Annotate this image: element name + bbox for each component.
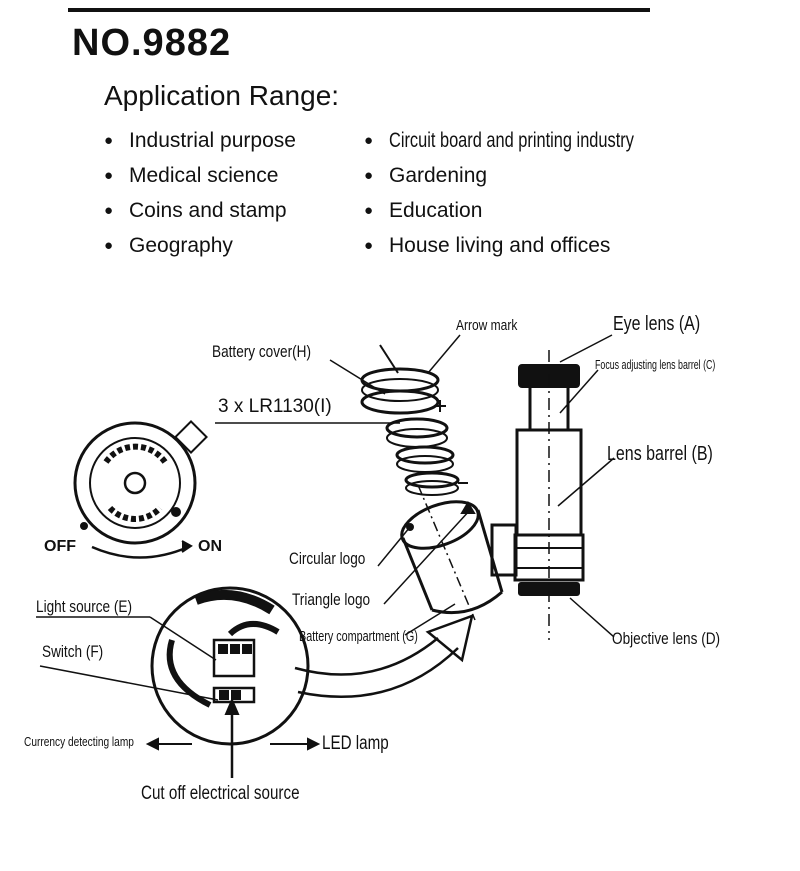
list-item: Medical science: [104, 158, 296, 193]
list-item: House living and offices: [364, 228, 703, 263]
label-currency-lamp: Currency detecting lamp: [24, 734, 134, 749]
list-item: Circuit board and printing industry: [364, 123, 703, 158]
battery-compartment-icon: [400, 484, 518, 621]
label-arrow-mark: Arrow mark: [456, 317, 518, 334]
list-item: Industrial purpose: [104, 123, 296, 158]
label-on: ON: [198, 538, 222, 555]
battery-stack-icon: [360, 344, 468, 496]
label-objective-lens: Objective lens (D): [612, 629, 721, 648]
switch-dial-icon: [73, 420, 208, 559]
model-number: NO.9882: [72, 22, 232, 64]
list-item: Coins and stamp: [104, 193, 296, 228]
label-cut-off: Cut off electrical source: [141, 783, 300, 804]
list-item: Geography: [104, 228, 296, 263]
label-lens-barrel: Lens barrel (B): [607, 443, 713, 465]
label-circular-logo: Circular logo: [289, 549, 366, 568]
callout-lines: [36, 334, 615, 701]
label-battery-cover: Battery cover(H): [212, 342, 311, 361]
microscope-body-icon: [513, 350, 585, 640]
top-rule: [68, 8, 650, 12]
label-led-lamp: LED lamp: [322, 733, 389, 754]
label-focus-barrel: Focus adjusting lens barrel (C): [595, 357, 716, 372]
application-range-title: Application Range:: [104, 80, 340, 111]
big-curved-arrow-icon: [294, 614, 474, 698]
bottom-arrows: [145, 697, 321, 778]
light-source-detail-icon: [150, 586, 310, 746]
label-switch: Switch (F): [42, 642, 104, 661]
label-light-source: Light source (E): [36, 597, 132, 616]
list-item: Education: [364, 193, 703, 228]
label-battery-compartment: Battery compartment (G): [299, 628, 418, 645]
application-list-left: Industrial purpose Medical science Coins…: [104, 123, 296, 263]
label-batteries: 3 x LR1130(I): [218, 396, 332, 417]
label-eye-lens: Eye lens (A): [613, 313, 701, 335]
list-item: Gardening: [364, 158, 703, 193]
label-triangle-logo: Triangle logo: [292, 590, 371, 609]
label-off: OFF: [44, 538, 76, 555]
application-list-right: Circuit board and printing industry Gard…: [364, 123, 703, 263]
